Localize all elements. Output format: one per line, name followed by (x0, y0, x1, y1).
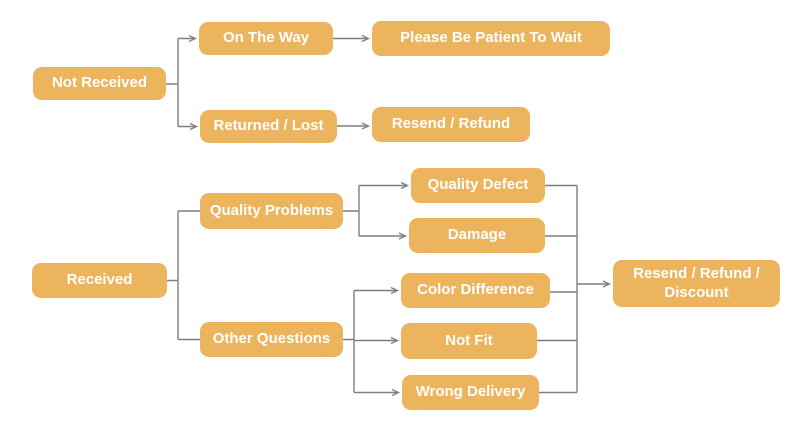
edge-quality-problems-branch (343, 185, 360, 236)
node-resend-refund: Resend / Refund (372, 107, 530, 142)
node-returned-lost: Returned / Lost (200, 110, 337, 143)
node-damage: Damage (409, 218, 545, 253)
edge-not-received-branch (166, 38, 179, 127)
node-quality-problems: Quality Problems (200, 193, 343, 229)
node-received: Received (32, 263, 167, 298)
node-on-the-way: On The Way (199, 22, 333, 55)
node-wrong-delivery: Wrong Delivery (402, 375, 539, 410)
edge-received-branch (167, 211, 179, 340)
node-other-questions: Other Questions (200, 322, 343, 357)
node-resend-refund-discount: Resend / Refund / Discount (613, 260, 780, 307)
node-not-fit: Not Fit (401, 323, 537, 359)
edge-other-questions-branch (343, 290, 355, 393)
node-not-received: Not Received (33, 67, 166, 100)
node-color-difference: Color Difference (401, 273, 550, 308)
node-please-be-patient-to-wait: Please Be Patient To Wait (372, 21, 610, 56)
node-quality-defect: Quality Defect (411, 168, 545, 203)
